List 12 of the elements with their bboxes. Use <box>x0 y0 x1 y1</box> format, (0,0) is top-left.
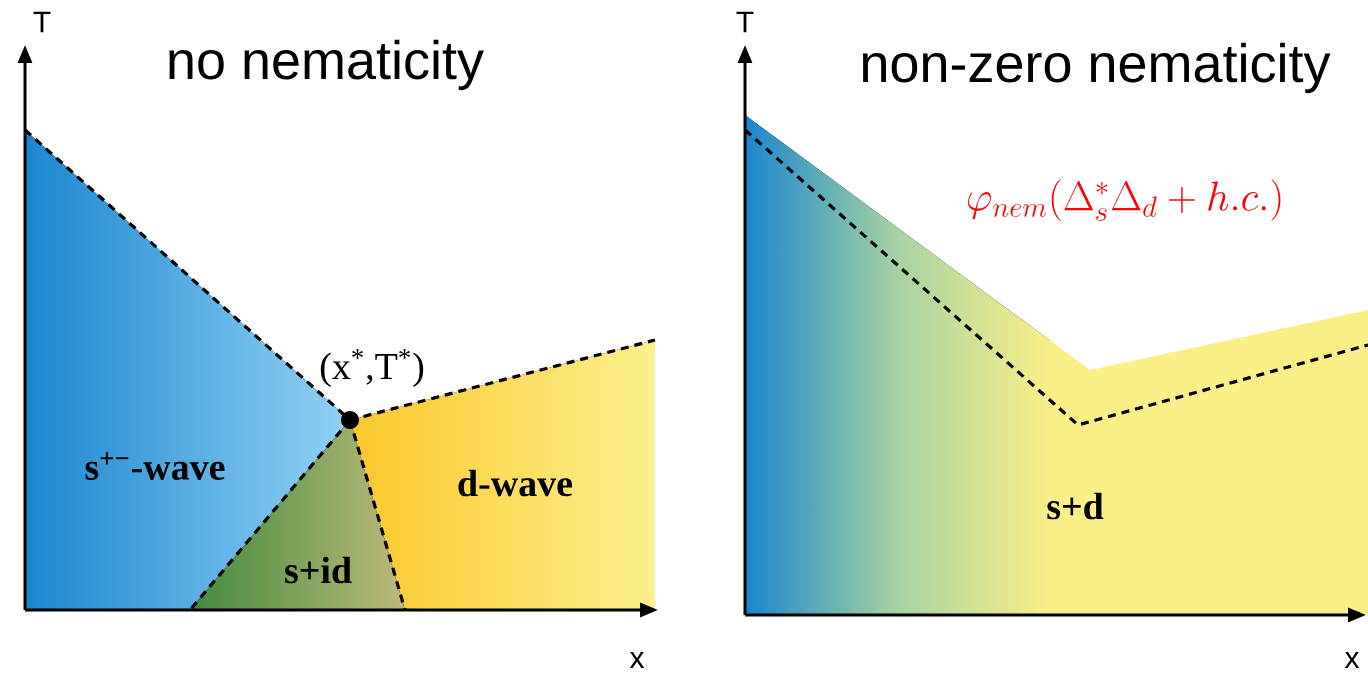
phase-label: d-wave <box>458 469 573 497</box>
phase-label: s$^{+−}$-wave <box>85 452 225 480</box>
panel-title: non-zero nematicity <box>863 42 1331 94</box>
panel-title: no nematicity <box>169 39 484 91</box>
axis-label: T <box>33 11 51 33</box>
axis-label: T <box>736 11 754 33</box>
formula-label: $\varphi_{nem}(\Delta_s^*\Delta_d+h.c.)$ <box>967 179 1281 221</box>
axis-label: x <box>1344 652 1360 668</box>
critical-point-label: (x$^{*}$,T$^{*}$) <box>320 349 424 387</box>
phase-label: s+d <box>1047 492 1104 520</box>
axis-label: x <box>629 652 645 668</box>
phase-label: s+id <box>285 556 352 584</box>
